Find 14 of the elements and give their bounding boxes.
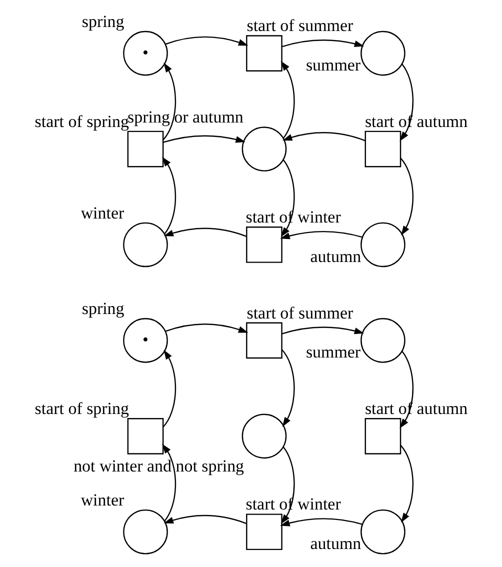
node-label: start of spring xyxy=(34,112,128,131)
node-label: summer xyxy=(305,342,360,362)
node-label: start of spring xyxy=(34,398,128,418)
node-label: winter xyxy=(80,203,124,222)
node-label: autumn xyxy=(310,246,361,266)
node-label: summer xyxy=(305,56,360,75)
node-label: start of summer xyxy=(246,303,353,322)
node-label: spring xyxy=(81,299,124,318)
node-label: winter xyxy=(80,490,124,510)
node-label: autumn xyxy=(310,534,361,554)
node-label: spring xyxy=(81,12,124,31)
node-label: start of summer xyxy=(246,16,353,36)
node-label: spring or autumn xyxy=(127,108,243,127)
node-label: not winter and not spring xyxy=(73,456,244,476)
